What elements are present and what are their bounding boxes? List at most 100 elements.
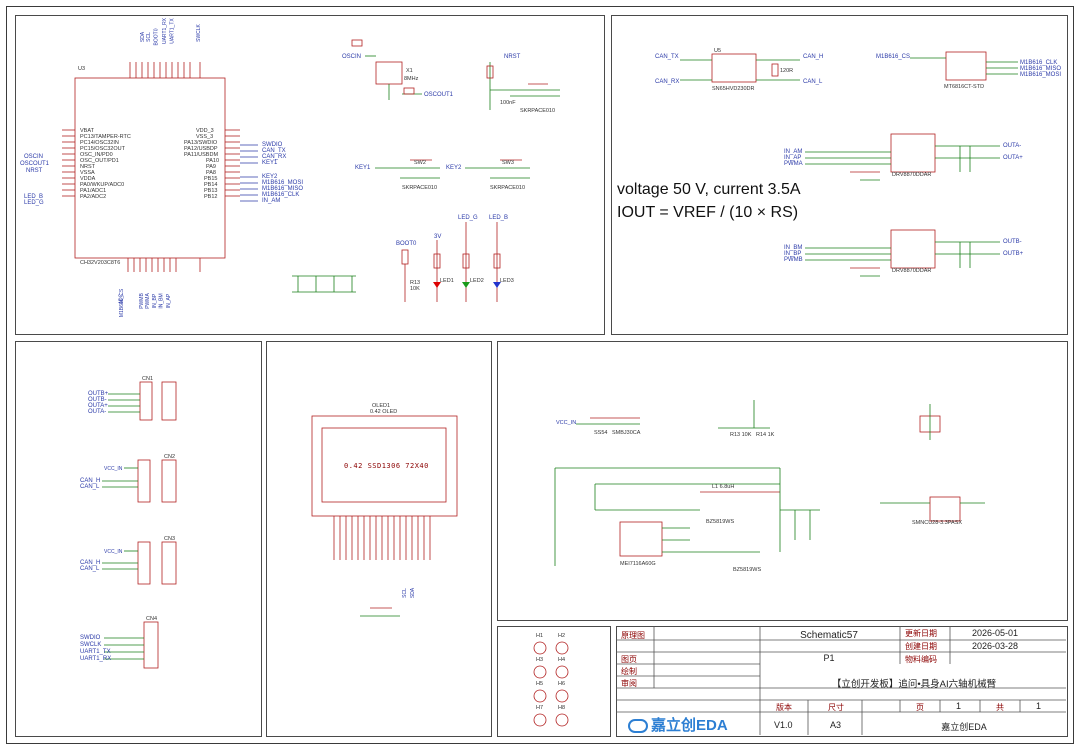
brand-logo: 嘉立创EDA [628, 714, 728, 735]
cn3-body [137, 541, 151, 585]
tb-version-label: 版本 [776, 703, 792, 712]
mcu-pin: PB13 [204, 188, 218, 194]
hole-label: H5 [536, 681, 544, 687]
power-panel [497, 341, 1068, 621]
driver-part: DRV8870DDAR [892, 172, 932, 178]
driver-panel [611, 15, 1068, 335]
ldo-chip [929, 496, 961, 522]
connector-ref: CN4 [146, 616, 158, 622]
driver-a-chip [890, 133, 936, 173]
crystal-value: 8MHz [404, 76, 419, 82]
net-label: M1B616_MOSI [1020, 72, 1062, 78]
tb-size-label: 尺寸 [828, 703, 844, 712]
mcu-pin: PA2/ADC2 [80, 194, 107, 200]
cn2-body [137, 459, 151, 503]
buck-part: MEI7116A60G [620, 561, 656, 567]
net-label: KEY1 [355, 165, 371, 171]
mcu-pin: PA13/SWDIO [184, 140, 218, 146]
net-label: OUTB- [1003, 239, 1022, 245]
mcu-pin: PC14/OSC32IN [80, 140, 119, 146]
net-label: NRST [26, 168, 43, 174]
sheet-border [6, 6, 1074, 744]
net-label: KEY2 [446, 165, 462, 171]
mcu-panel [15, 15, 605, 335]
net-label: CAN_L [803, 79, 823, 85]
oled-title: 0.42 OLED [370, 409, 398, 415]
net-label: CAN_H [80, 560, 101, 566]
connector-ref: CN1 [142, 376, 154, 382]
diode-label: SS54 [594, 430, 608, 436]
net-label: PWMA [144, 293, 151, 309]
net-label: NRST [504, 54, 521, 60]
net-label: UART1_TX [80, 649, 111, 655]
tb-material-label: 物料编码 [905, 655, 937, 664]
led-label: LED1 [440, 278, 454, 284]
tb-page-label: 页 [916, 703, 924, 712]
led1-icon [433, 282, 441, 288]
led-label: LED2 [470, 278, 484, 284]
mcu-pin: VDD_3 [196, 128, 214, 134]
oled-outline [311, 415, 458, 517]
net-label: CAN_RX [655, 79, 680, 85]
res-label: R13 [410, 280, 421, 286]
net-label: SCL [145, 32, 152, 42]
net-label: 3V [434, 234, 442, 240]
hole-label: H6 [558, 681, 566, 687]
cn4-body [143, 621, 159, 669]
tb-schematic-name: Schematic57 [800, 630, 858, 641]
res-value: 10K [410, 286, 420, 292]
can-res: 120R [780, 68, 794, 74]
mcu-pin: OSC_OUT/PD1 [80, 158, 119, 164]
tb-update-date: 2026-05-01 [972, 628, 1019, 638]
mcu-pin: PA0/WKUP/ADC0 [80, 182, 125, 188]
mcu-pin: PC13/TAMPER-RTC [80, 134, 131, 140]
net-label: VCC_IN [104, 466, 123, 472]
tb-version: V1.0 [774, 720, 793, 730]
tb-size: A3 [830, 720, 842, 730]
net-label: OUTA+ [88, 403, 108, 409]
tb-update-label: 更新日期 [905, 629, 937, 638]
inductor-label: L1 6.8uH [712, 484, 735, 490]
brand-logo-text: 嘉立创EDA [651, 717, 728, 734]
net-label: SWDIO [262, 142, 283, 148]
net-label: M1B616_MISO [1020, 66, 1062, 72]
mcu-pin: VSS_3 [196, 134, 214, 140]
net-label: IN_BM [784, 245, 803, 251]
res-label: R14 1K [756, 432, 775, 438]
diode-label: BZ5819WS [733, 567, 762, 573]
hole-h6 [555, 689, 569, 703]
mcu-pin: VSSA [80, 170, 95, 176]
mcu-part: CH32V203C8T6 [80, 260, 121, 266]
net-label: OUTA- [88, 409, 107, 415]
tvs-label: SMBJ30CA [612, 430, 641, 436]
can-part: SN65HVD230DR [712, 86, 755, 92]
net-label: IN_BP [784, 251, 802, 257]
oled-panel [266, 341, 492, 737]
key-ref: SW2 [414, 160, 426, 166]
encoder-chip [945, 51, 987, 81]
hole-h1 [533, 641, 547, 655]
net-label: PWMA [784, 161, 803, 167]
hole-label: H2 [558, 633, 566, 639]
hole-label: H4 [558, 657, 566, 663]
can-ref: U5 [714, 48, 722, 54]
tb-label-page: 图页 [621, 655, 637, 664]
net-label: UART1_RX [80, 656, 112, 662]
net-label: LED_G [24, 200, 44, 206]
mcu-pin: PB14 [204, 182, 218, 188]
net-label: OSCIN [24, 154, 44, 160]
led3-icon [493, 282, 501, 288]
hole-h4 [555, 665, 569, 679]
hole-label: H3 [536, 657, 544, 663]
net-label: OUTB+ [1003, 251, 1024, 257]
net-label: SWCLK [80, 642, 102, 648]
tb-page-name: P1 [823, 653, 835, 663]
net-label: CAN_TX [655, 54, 679, 60]
led-label: LED3 [500, 278, 514, 284]
mcu-pin: PB15 [204, 176, 218, 182]
net-label: IN_AP [166, 293, 173, 309]
net-label: UART1_RX [162, 17, 169, 45]
connector-panel [15, 341, 262, 737]
